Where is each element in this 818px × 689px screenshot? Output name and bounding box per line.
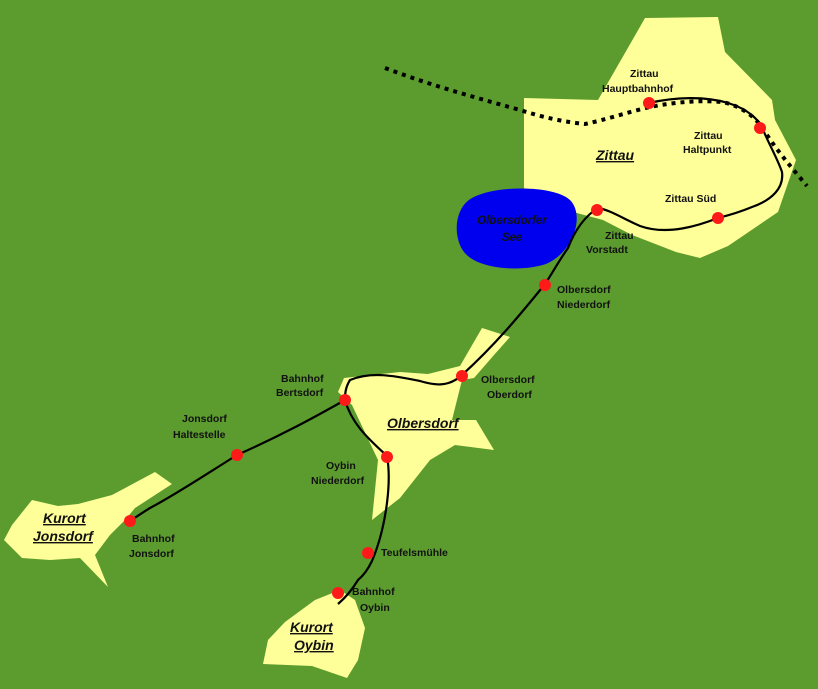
town-label-zittau: Zittau <box>595 147 635 163</box>
station-marker-bahnhof-bertsdorf <box>339 394 351 406</box>
lake-label-1: Olbersdorfer <box>477 215 547 227</box>
lake-label-2: See <box>502 232 523 244</box>
town-label-kurort-jonsdorf-2: Jonsdorf <box>33 528 94 544</box>
station-marker-zittau-sued <box>712 212 724 224</box>
kurort-oybin-area <box>263 590 365 678</box>
station-label: Zittau Süd <box>665 193 716 205</box>
station-marker-bahnhof-oybin <box>332 587 344 599</box>
station-marker-olbersdorf-niederdorf <box>539 279 551 291</box>
station-label: Olbersdorf <box>557 284 611 296</box>
station-marker-zittau-vorstadt <box>591 204 603 216</box>
station-label: Zittau <box>694 130 723 142</box>
station-label: Bertsdorf <box>276 387 324 399</box>
station-label: Hauptbahnhof <box>602 83 674 95</box>
station-label: Haltestelle <box>173 429 226 441</box>
station-label: Oybin <box>326 460 356 472</box>
station-label: Haltpunkt <box>683 144 732 156</box>
station-marker-oybin-niederdorf <box>381 451 393 463</box>
station-marker-zittau-haltpunkt <box>754 122 766 134</box>
station-label: Oberdorf <box>487 389 532 401</box>
station-marker-olbersdorf-oberdorf <box>456 370 468 382</box>
town-label-kurort-oybin-2: Oybin <box>294 637 334 653</box>
station-label: Niederdorf <box>557 299 611 311</box>
station-markers <box>124 97 766 599</box>
town-label-kurort-oybin-1: Kurort <box>290 619 334 635</box>
narrow-gauge-railway <box>129 97 784 605</box>
station-label: Zittau <box>605 230 634 242</box>
station-marker-bahnhof-jonsdorf <box>124 515 136 527</box>
station-label: Niederdorf <box>311 475 365 487</box>
station-label: Jonsdorf <box>129 548 174 560</box>
kurort-jonsdorf-area <box>4 472 172 587</box>
station-marker-jonsdorf-haltestelle <box>231 449 243 461</box>
station-label: Zittau <box>630 68 659 80</box>
station-label: Teufelsmühle <box>381 547 448 559</box>
station-marker-teufelsmuehle <box>362 547 374 559</box>
station-label: Bahnhof <box>132 533 175 545</box>
station-label: Bahnhof <box>352 586 395 598</box>
town-label-kurort-jonsdorf-1: Kurort <box>43 510 87 526</box>
olbersdorfer-see <box>456 188 577 269</box>
station-label: Jonsdorf <box>182 413 227 425</box>
station-label: Vorstadt <box>586 244 628 256</box>
station-marker-zittau-hauptbahnhof <box>643 97 655 109</box>
station-label: Oybin <box>360 602 390 614</box>
mainline-railway <box>384 66 809 188</box>
town-label-olbersdorf: Olbersdorf <box>387 415 460 431</box>
zittau-area <box>524 17 796 258</box>
station-label: Olbersdorf <box>481 374 535 386</box>
station-label: Bahnhof <box>281 373 324 385</box>
